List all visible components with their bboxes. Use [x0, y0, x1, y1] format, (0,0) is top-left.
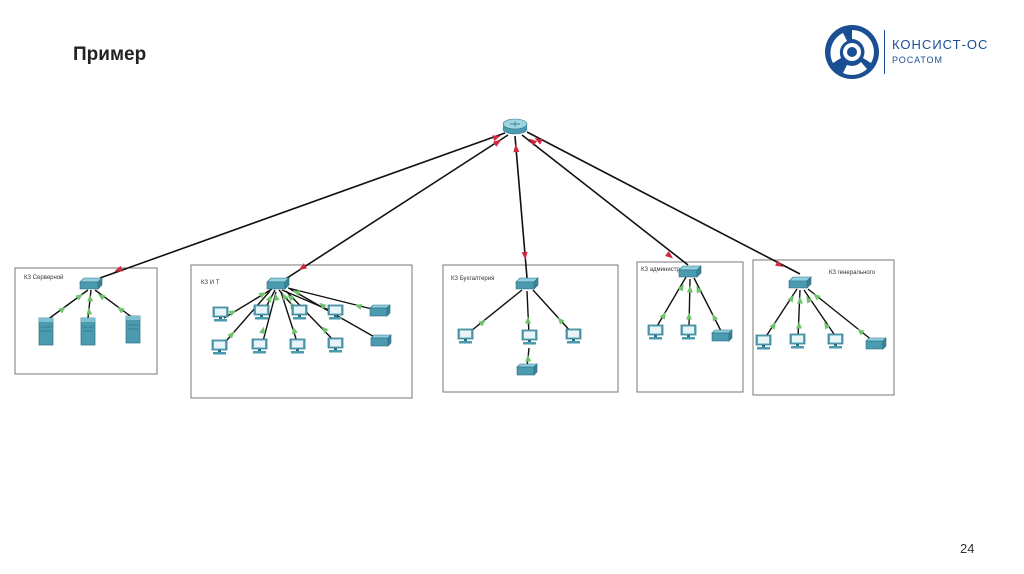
logo-divider — [884, 30, 885, 74]
server-icon — [80, 317, 96, 346]
zone-label-buh: КЗ Бухгалтерия — [451, 276, 494, 282]
pc-icon — [789, 333, 806, 349]
uplink-gen — [526, 131, 801, 275]
uplink-server — [99, 132, 506, 279]
pc-icon — [565, 328, 582, 344]
rosatom-emblem-icon — [825, 25, 879, 79]
pc-icon — [212, 306, 229, 322]
pc-icon — [327, 337, 344, 353]
zone-buh-box — [442, 264, 619, 393]
pc-icon — [211, 339, 228, 355]
link-arrow — [512, 143, 520, 153]
pc-icon — [251, 338, 268, 354]
switch-icon — [515, 277, 539, 290]
pc-icon — [289, 338, 306, 354]
access-arrows — [58, 282, 865, 362]
page-number: 24 — [960, 541, 975, 556]
zone-label-it: КЗ И Т — [201, 280, 220, 286]
uplink-admin — [521, 134, 689, 266]
printer-icon — [516, 363, 538, 376]
server-icon — [125, 315, 141, 344]
printer-icon — [865, 337, 887, 350]
zone-server-box — [14, 267, 158, 375]
company-logo: КОНСИСТ-ОС РОСАТОМ — [822, 22, 992, 82]
uplink-it — [283, 134, 509, 281]
zone-label-admin: КЗ администр — [641, 267, 680, 273]
switch-icon — [788, 276, 812, 289]
uplink-arrows — [113, 132, 785, 275]
logo-company-name: КОНСИСТ-ОС — [892, 37, 989, 52]
switch-icon — [79, 277, 103, 290]
pc-icon — [647, 324, 664, 340]
server-icon — [38, 317, 54, 346]
zone-label-gen: КЗ генерального — [829, 270, 876, 276]
logo-subtitle: РОСАТОМ — [892, 55, 943, 65]
pc-icon — [457, 328, 474, 344]
access-links — [46, 276, 874, 368]
printer-icon — [370, 334, 392, 347]
zone-admin-box — [636, 261, 744, 393]
pc-icon — [521, 329, 538, 345]
pc-icon — [680, 324, 697, 340]
core-router-icon — [502, 118, 528, 135]
zone-gen-box — [752, 259, 895, 396]
pc-icon — [253, 304, 270, 320]
switch-icon — [678, 265, 702, 278]
pc-icon — [827, 333, 844, 349]
slide-title: Пример — [73, 44, 147, 65]
printer-icon — [369, 304, 391, 317]
uplinks — [99, 131, 801, 281]
pc-icon — [327, 304, 344, 320]
link-arrow — [665, 251, 675, 261]
link-arrow — [521, 251, 529, 261]
switch-icon — [266, 277, 290, 290]
zone-label-server: КЗ Серверной — [24, 274, 64, 281]
printer-icon — [711, 329, 733, 342]
pc-icon — [755, 334, 772, 350]
pc-icon — [291, 304, 308, 320]
zone-it-box — [190, 264, 413, 399]
